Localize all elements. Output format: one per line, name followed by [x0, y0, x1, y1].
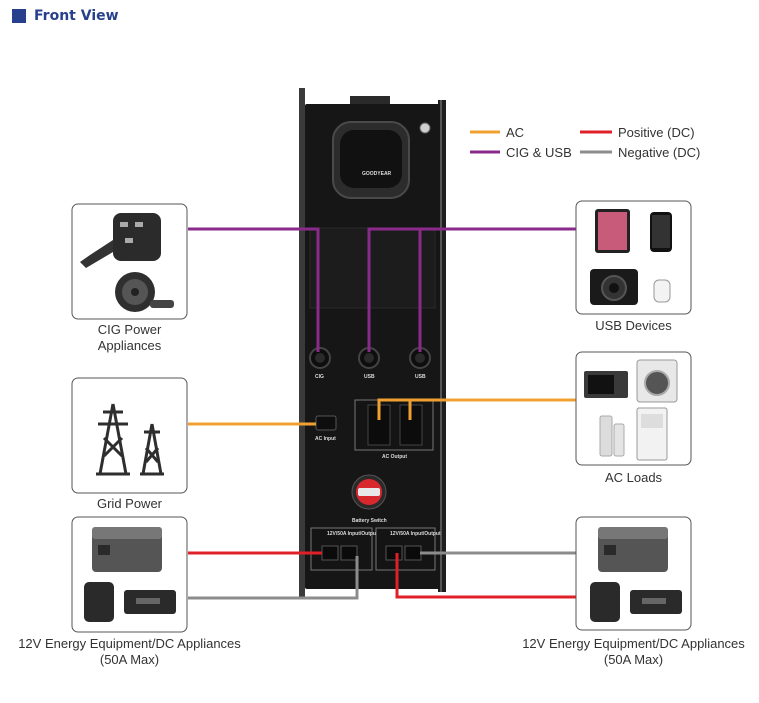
- legend-label-ac: AC: [506, 125, 524, 140]
- battery-switch: Battery Switch: [351, 474, 387, 524]
- port-label-cig: CIG: [315, 374, 324, 380]
- fridge-and-battery-icon: [590, 527, 682, 622]
- wires-ac: [188, 398, 576, 426]
- ac-output-sockets: AC Output: [354, 399, 434, 460]
- grid-device-box: [71, 377, 188, 494]
- legend-label-negative: Negative (DC): [618, 145, 700, 160]
- fridge-and-battery-icon: [84, 527, 176, 622]
- panel-window: [309, 227, 436, 309]
- ac-loads-device-caption: AC Loads: [604, 470, 663, 485]
- dc-left-device-caption: 12V Energy Equipment/DC Appliances (50A …: [18, 636, 241, 667]
- dc-terminals: 12V/50A Input/Output 12V/50A Input/Outpu…: [310, 527, 441, 571]
- cig-device-caption: CIG Power Appliances: [97, 322, 162, 353]
- dc-right-device-caption: 12V Energy Equipment/DC Appliances (50A …: [522, 636, 745, 667]
- page-title: Front View: [34, 8, 119, 24]
- port-label-usb-1: USB: [364, 374, 375, 380]
- wires-negative: [188, 551, 576, 600]
- panel-button-icon: [419, 122, 431, 134]
- port-label-usb-2: USB: [415, 374, 426, 380]
- usb-device-caption: USB Devices: [595, 318, 672, 333]
- ac-input-label: AC Input: [315, 436, 336, 442]
- wires-positive: [188, 551, 576, 599]
- cig-usb-ports: CIG USB USB: [309, 347, 431, 380]
- ac-output-label: AC Output: [382, 454, 407, 460]
- wires-cig-usb: [188, 227, 576, 352]
- legend: AC Positive (DC) CIG & USB Negative (DC): [470, 125, 700, 160]
- section-header: Front View: [12, 8, 119, 24]
- dc-right-label: 12V/50A Input/Output: [390, 531, 441, 537]
- dc-left-label: 12V/50A Input/Output: [327, 531, 378, 537]
- header-square-icon: [12, 9, 26, 23]
- power-tower-icon: [96, 403, 164, 476]
- battery-switch-label: Battery Switch: [352, 518, 387, 524]
- grid-device-caption: Grid Power: [96, 496, 163, 511]
- panel-brand: GOODYEAR: [362, 171, 392, 177]
- car-charger-and-fan-icon: [80, 213, 174, 312]
- microwave-dryer-ac-icon: [584, 359, 678, 461]
- legend-label-cig-usb: CIG & USB: [506, 145, 572, 160]
- panel-rails: [299, 88, 446, 598]
- tablet-phone-camera-icon: [590, 209, 672, 305]
- display-screen: GOODYEAR: [332, 121, 410, 199]
- power-panel: [305, 104, 440, 589]
- legend-label-positive: Positive (DC): [618, 125, 695, 140]
- ac-input-socket: AC Input: [315, 415, 337, 442]
